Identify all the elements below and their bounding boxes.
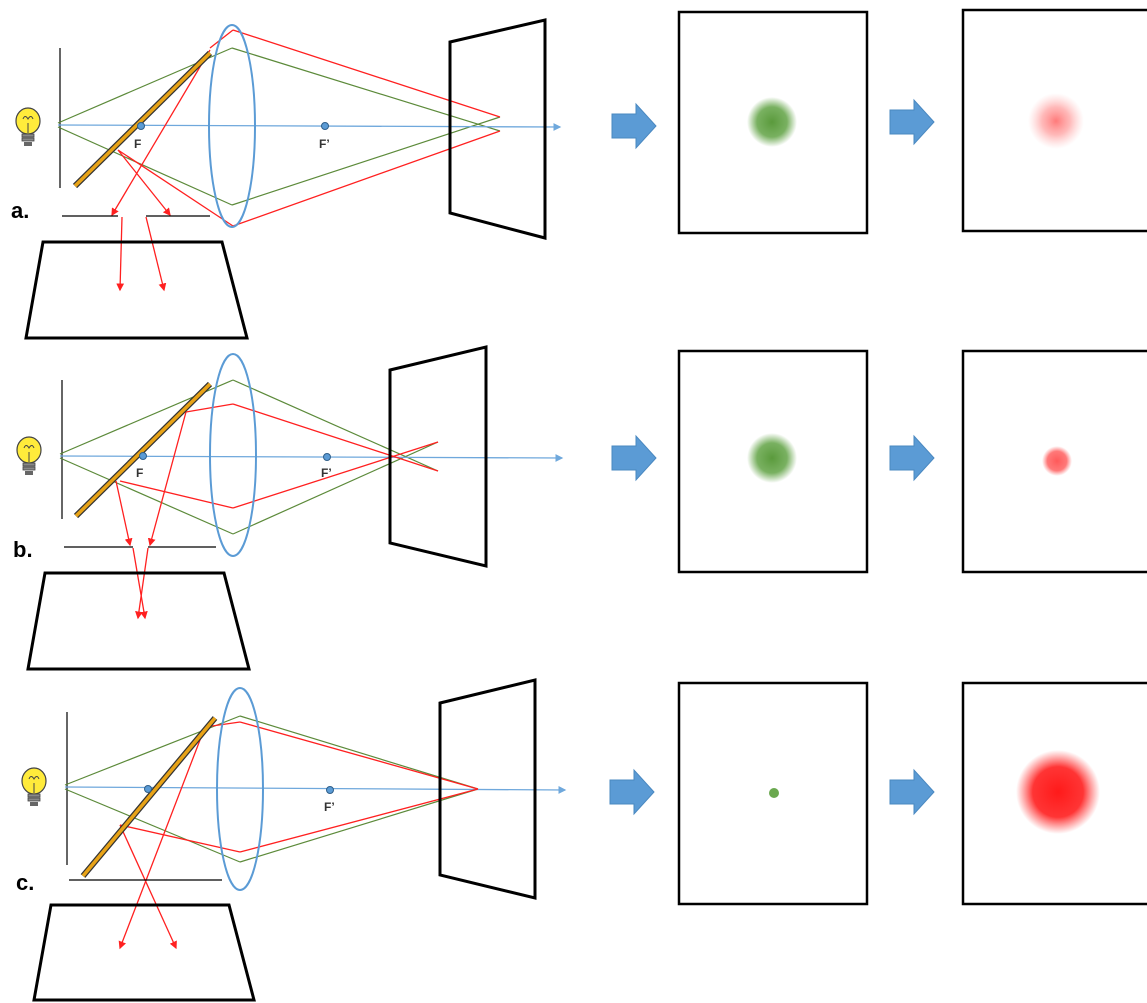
detector-plane [26,571,251,671]
green-spot [747,433,797,483]
lens [208,24,256,228]
image-screen [388,345,488,568]
optical-axis [64,786,567,794]
right-arrow-icon [611,435,657,481]
lens [216,687,264,891]
focal-point-F-prime [321,122,329,130]
right-arrow-icon [889,435,935,481]
focal-point-F [144,785,152,793]
green-spot [747,97,797,147]
panel-c: F’ c. [16,678,1147,1002]
green-rays [64,715,479,863]
lightbulb-icon [15,107,41,147]
right-arrow-icon [611,103,657,149]
lens [209,353,257,557]
right-arrow-icon [889,769,935,815]
right-arrow-icon [609,769,655,815]
red-rays [118,721,479,950]
panel-label-b: b. [13,537,33,562]
red-spot [1028,93,1084,149]
image-screen [448,18,547,240]
red-rays [111,29,501,292]
focal-point-F-prime [323,453,331,461]
lightbulb-icon [21,767,47,807]
panel-label-c: c. [16,870,34,895]
right-arrow-icon [889,99,935,145]
focal-point-F-prime [326,786,334,794]
focal-label-F: F [136,466,143,480]
panel-b: F F’ b. [13,345,1147,671]
panel-a: F F’ a. [11,8,1147,340]
lightbulb-icon [16,436,42,476]
red-rays [115,403,439,620]
focal-label-F-prime: F’ [319,137,330,151]
red-spot [1016,750,1100,834]
panel-label-a: a. [11,198,29,223]
detector-plane [32,903,256,1002]
focal-label-F: F [134,137,141,151]
focal-label-F-prime: F’ [321,466,332,480]
green-spot [769,788,779,798]
image-screen [438,678,537,900]
focal-label-F-prime: F’ [324,800,335,814]
red-spot [1042,446,1072,476]
focal-point-F [137,122,145,130]
focal-point-F [139,452,147,460]
detector-plane [24,240,249,340]
